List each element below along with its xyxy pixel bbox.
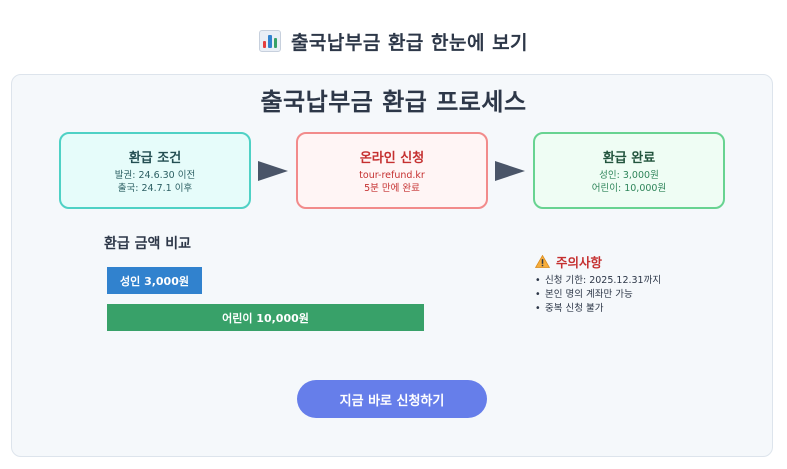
bullet-icon: • [535,275,541,286]
caution-list: • 신청 기한: 2025.12.31까지 • 본인 명의 계좌만 가능 • 중… [535,274,735,316]
page-heading: 출국납부금 환급 한눈에 보기 [0,26,787,56]
bullet-icon: • [535,289,541,300]
bullet-icon: • [535,303,541,314]
caution-heading: 주의사항 [535,253,735,270]
page-heading-text: 출국납부금 환급 한눈에 보기 [290,31,529,54]
step-detail: 발권: 24.6.30 이전 [114,170,196,181]
caution-title: 주의사항 [556,254,603,270]
caution-item-text: 신청 기한: 2025.12.31까지 [545,275,662,286]
step-detail: 어린이: 10,000원 [591,183,667,194]
step-title: 온라인 신청 [359,151,425,166]
step-online-application: 온라인 신청 tour-refund.kr 5분 만에 완료 [296,132,488,209]
step-title: 환급 완료 [602,151,656,166]
child-amount-bar: 어린이 10,000원 [107,304,424,331]
step-detail: 출국: 24.7.1 이후 [117,183,193,194]
caution-box: 주의사항 • 신청 기한: 2025.12.31까지 • 본인 명의 계좌만 가… [535,253,735,316]
caution-item-text: 중복 신청 불가 [545,303,604,314]
step-title: 환급 조건 [128,151,182,166]
step-refund-conditions: 환급 조건 발권: 24.6.30 이전 출국: 24.7.1 이후 [59,132,251,209]
adult-amount-bar: 성인 3,000원 [107,267,202,294]
apply-now-button[interactable]: 지금 바로 신청하기 [297,380,487,418]
caution-item: • 중복 신청 불가 [535,302,735,316]
caution-item-text: 본인 명의 계좌만 가능 [545,289,633,300]
caution-item: • 신청 기한: 2025.12.31까지 [535,274,735,288]
caution-item: • 본인 명의 계좌만 가능 [535,288,735,302]
right-triangle-arrow-icon [495,161,525,181]
step-detail: 성인: 3,000원 [599,170,659,181]
warning-icon [535,254,550,268]
comparison-title: 환급 금액 비교 [104,236,192,252]
step-detail: tour-refund.kr [359,170,425,181]
step-refund-complete: 환급 완료 성인: 3,000원 어린이: 10,000원 [533,132,725,209]
bar-chart-emoji-icon [258,30,281,52]
panel-title: 출국납부금 환급 프로세스 [260,88,527,116]
step-detail: 5분 만에 완료 [364,183,420,194]
right-triangle-arrow-icon [258,161,288,181]
